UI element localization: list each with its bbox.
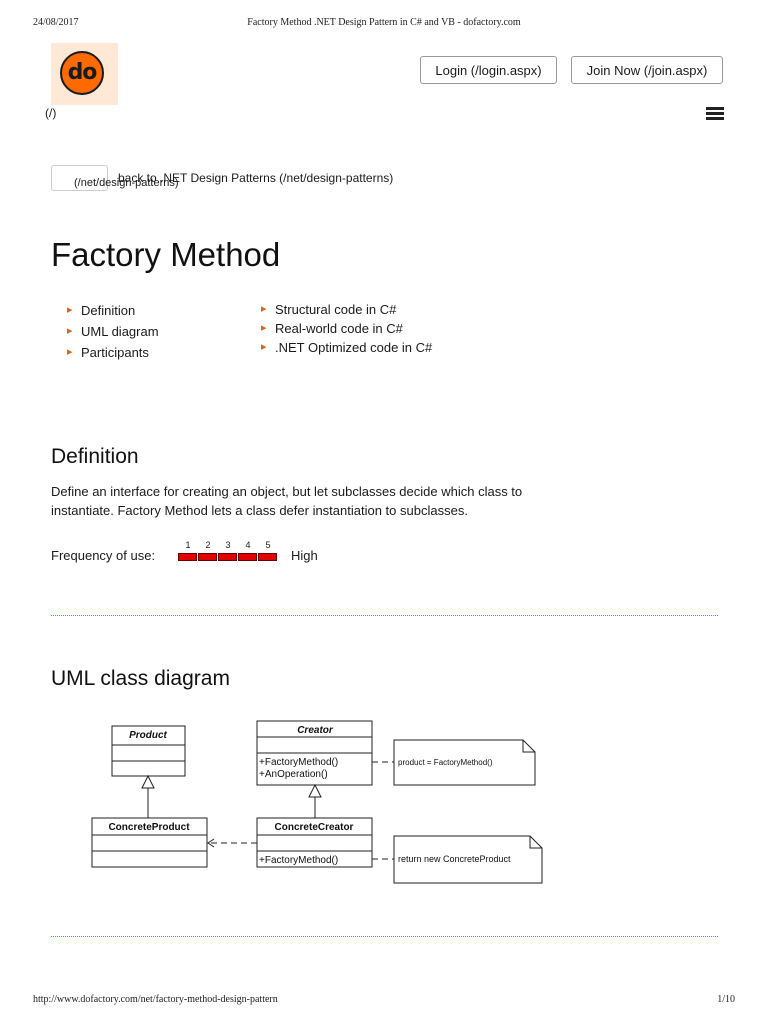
frequency-scale-5: 5: [265, 540, 271, 550]
uml-note-1: product = FactoryMethod(): [398, 758, 493, 767]
frequency-scale-1: 1: [185, 540, 191, 550]
logo-circle: do: [60, 51, 104, 95]
join-now-button[interactable]: Join Now (/join.aspx): [571, 56, 723, 84]
uml-concrete-product-label: ConcreteProduct: [108, 822, 190, 833]
frequency-label: Frequency of use:: [51, 548, 156, 563]
frequency-scale-4: 4: [245, 540, 251, 550]
login-button[interactable]: Login (/login.aspx): [420, 56, 557, 84]
uml-creator-label: Creator: [297, 725, 334, 736]
home-link[interactable]: (/): [45, 106, 57, 120]
print-page-number: 1/10: [717, 994, 735, 1005]
back-link-url[interactable]: (/net/design-patterns): [74, 177, 179, 189]
uml-note-2: return new ConcreteProduct: [398, 854, 511, 864]
toc-link-uml-diagram[interactable]: UML diagram: [67, 322, 159, 341]
print-url: http://www.dofactory.com/net/factory-met…: [33, 994, 278, 1005]
definition-heading: Definition: [51, 445, 139, 468]
site-logo[interactable]: do: [51, 43, 118, 105]
frequency-scale-2: 2: [205, 540, 211, 550]
section-divider-2: [51, 936, 718, 937]
frequency-segment: [218, 553, 237, 561]
definition-text: Define an interface for creating an obje…: [51, 484, 523, 518]
uml-creator-method-2: +AnOperation(): [259, 769, 328, 780]
back-button[interactable]: [51, 165, 108, 191]
back-link[interactable]: back to .NET Design Patterns (/net/desig…: [118, 171, 394, 185]
uml-concrete-creator-label: ConcreteCreator: [275, 822, 354, 833]
toc-link-structural-code[interactable]: Structural code in C#: [261, 300, 432, 319]
print-date: 24/08/2017: [33, 17, 79, 28]
toc-link-optimized-code[interactable]: .NET Optimized code in C#: [261, 338, 432, 357]
frequency-scale-3: 3: [225, 540, 231, 550]
section-divider: [51, 615, 718, 616]
frequency-segment: [238, 553, 257, 561]
frequency-segment: [198, 553, 217, 561]
toc-link-participants[interactable]: Participants: [67, 343, 159, 362]
hamburger-icon[interactable]: [706, 107, 724, 121]
frequency-segment: [258, 553, 277, 561]
page-title: Factory Method: [51, 236, 281, 273]
logo-text: do: [67, 60, 98, 85]
uml-concrete-creator-method: +FactoryMethod(): [259, 855, 338, 866]
uml-class-diagram: Product Creator +FactoryMethod() +AnOper…: [91, 720, 543, 884]
toc-link-definition[interactable]: Definition: [67, 301, 159, 320]
print-title: Factory Method .NET Design Pattern in C#…: [247, 17, 521, 28]
toc-left: Definition UML diagram Participants: [67, 301, 159, 364]
uml-creator-method-1: +FactoryMethod(): [259, 757, 338, 768]
uml-heading: UML class diagram: [51, 667, 230, 690]
frequency-segment: [178, 553, 197, 561]
uml-product-label: Product: [129, 730, 167, 741]
frequency-level: High: [291, 548, 318, 563]
toc-right: Structural code in C# Real-world code in…: [261, 300, 432, 357]
toc-link-real-world-code[interactable]: Real-world code in C#: [261, 319, 432, 338]
frequency-bar: [178, 553, 277, 561]
